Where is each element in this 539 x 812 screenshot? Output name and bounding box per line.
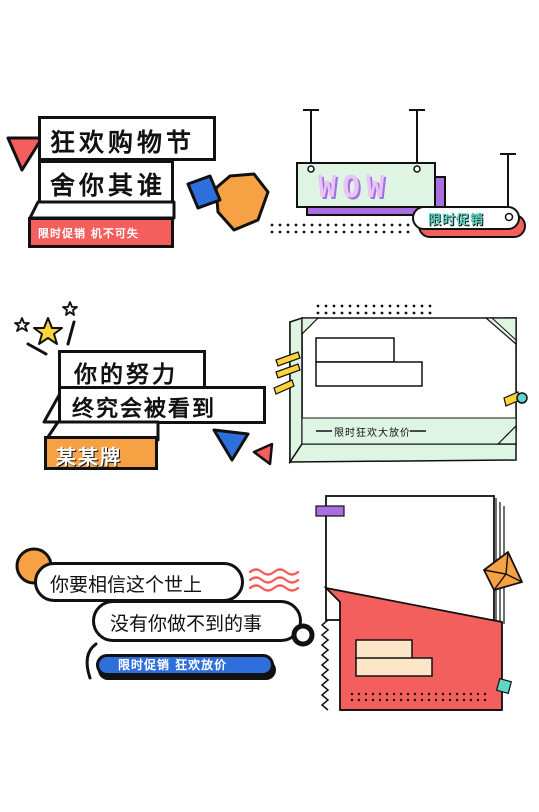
black-ring-icon [291,623,315,647]
banner-pill-text: 限时促销 狂欢放价 [118,658,228,672]
pyramid-icon [483,551,523,591]
sale-banner-text: 限时促销 机不可失 [38,227,139,240]
title-line1-b2: 你的努力 [74,362,178,388]
title-box-line1 [38,116,216,161]
dotted-line [270,223,410,234]
title-line2-b2: 终究会被看到 [72,397,217,422]
star-sparkles-icon [14,301,78,356]
dotted-line-top [316,304,432,315]
brand-box [44,436,158,470]
wow-text: WOW [318,170,391,205]
yellow-sticks-icon [273,351,301,395]
red-triangle-icon [6,136,44,172]
title-box-line2-b2 [58,386,266,424]
title-line1: 狂欢购物节 [50,128,196,157]
triangles-icon [212,428,274,466]
banner-bevel [28,200,176,220]
sale-banner [28,217,174,248]
page-stack-frame [315,495,513,711]
sign-rivets [307,165,421,173]
title-line1-b3: 你要相信这个世上 [50,574,203,596]
banner-pill [96,654,274,676]
hanging-sign-strings [303,109,516,216]
title-line2-b3: 没有你做不到的事 [110,613,263,635]
brand-bevel [44,420,160,442]
title-line2: 舍你其谁 [50,171,167,200]
sign-board [296,162,436,208]
tag-pill [412,206,520,230]
pill-line2 [92,600,302,642]
tag-hole [504,212,514,222]
wavy-lines-icon [248,568,300,592]
isometric-frame [288,316,517,465]
brand-text: 某某牌 [56,445,122,469]
yellow-ring-icon [503,391,528,407]
frame-caption: 限时狂欢大放价 [334,428,411,439]
hexagon-shapes-icon [186,172,270,232]
curve-bracket [85,642,98,680]
tag-pill-text: 限时促销 [428,213,485,228]
